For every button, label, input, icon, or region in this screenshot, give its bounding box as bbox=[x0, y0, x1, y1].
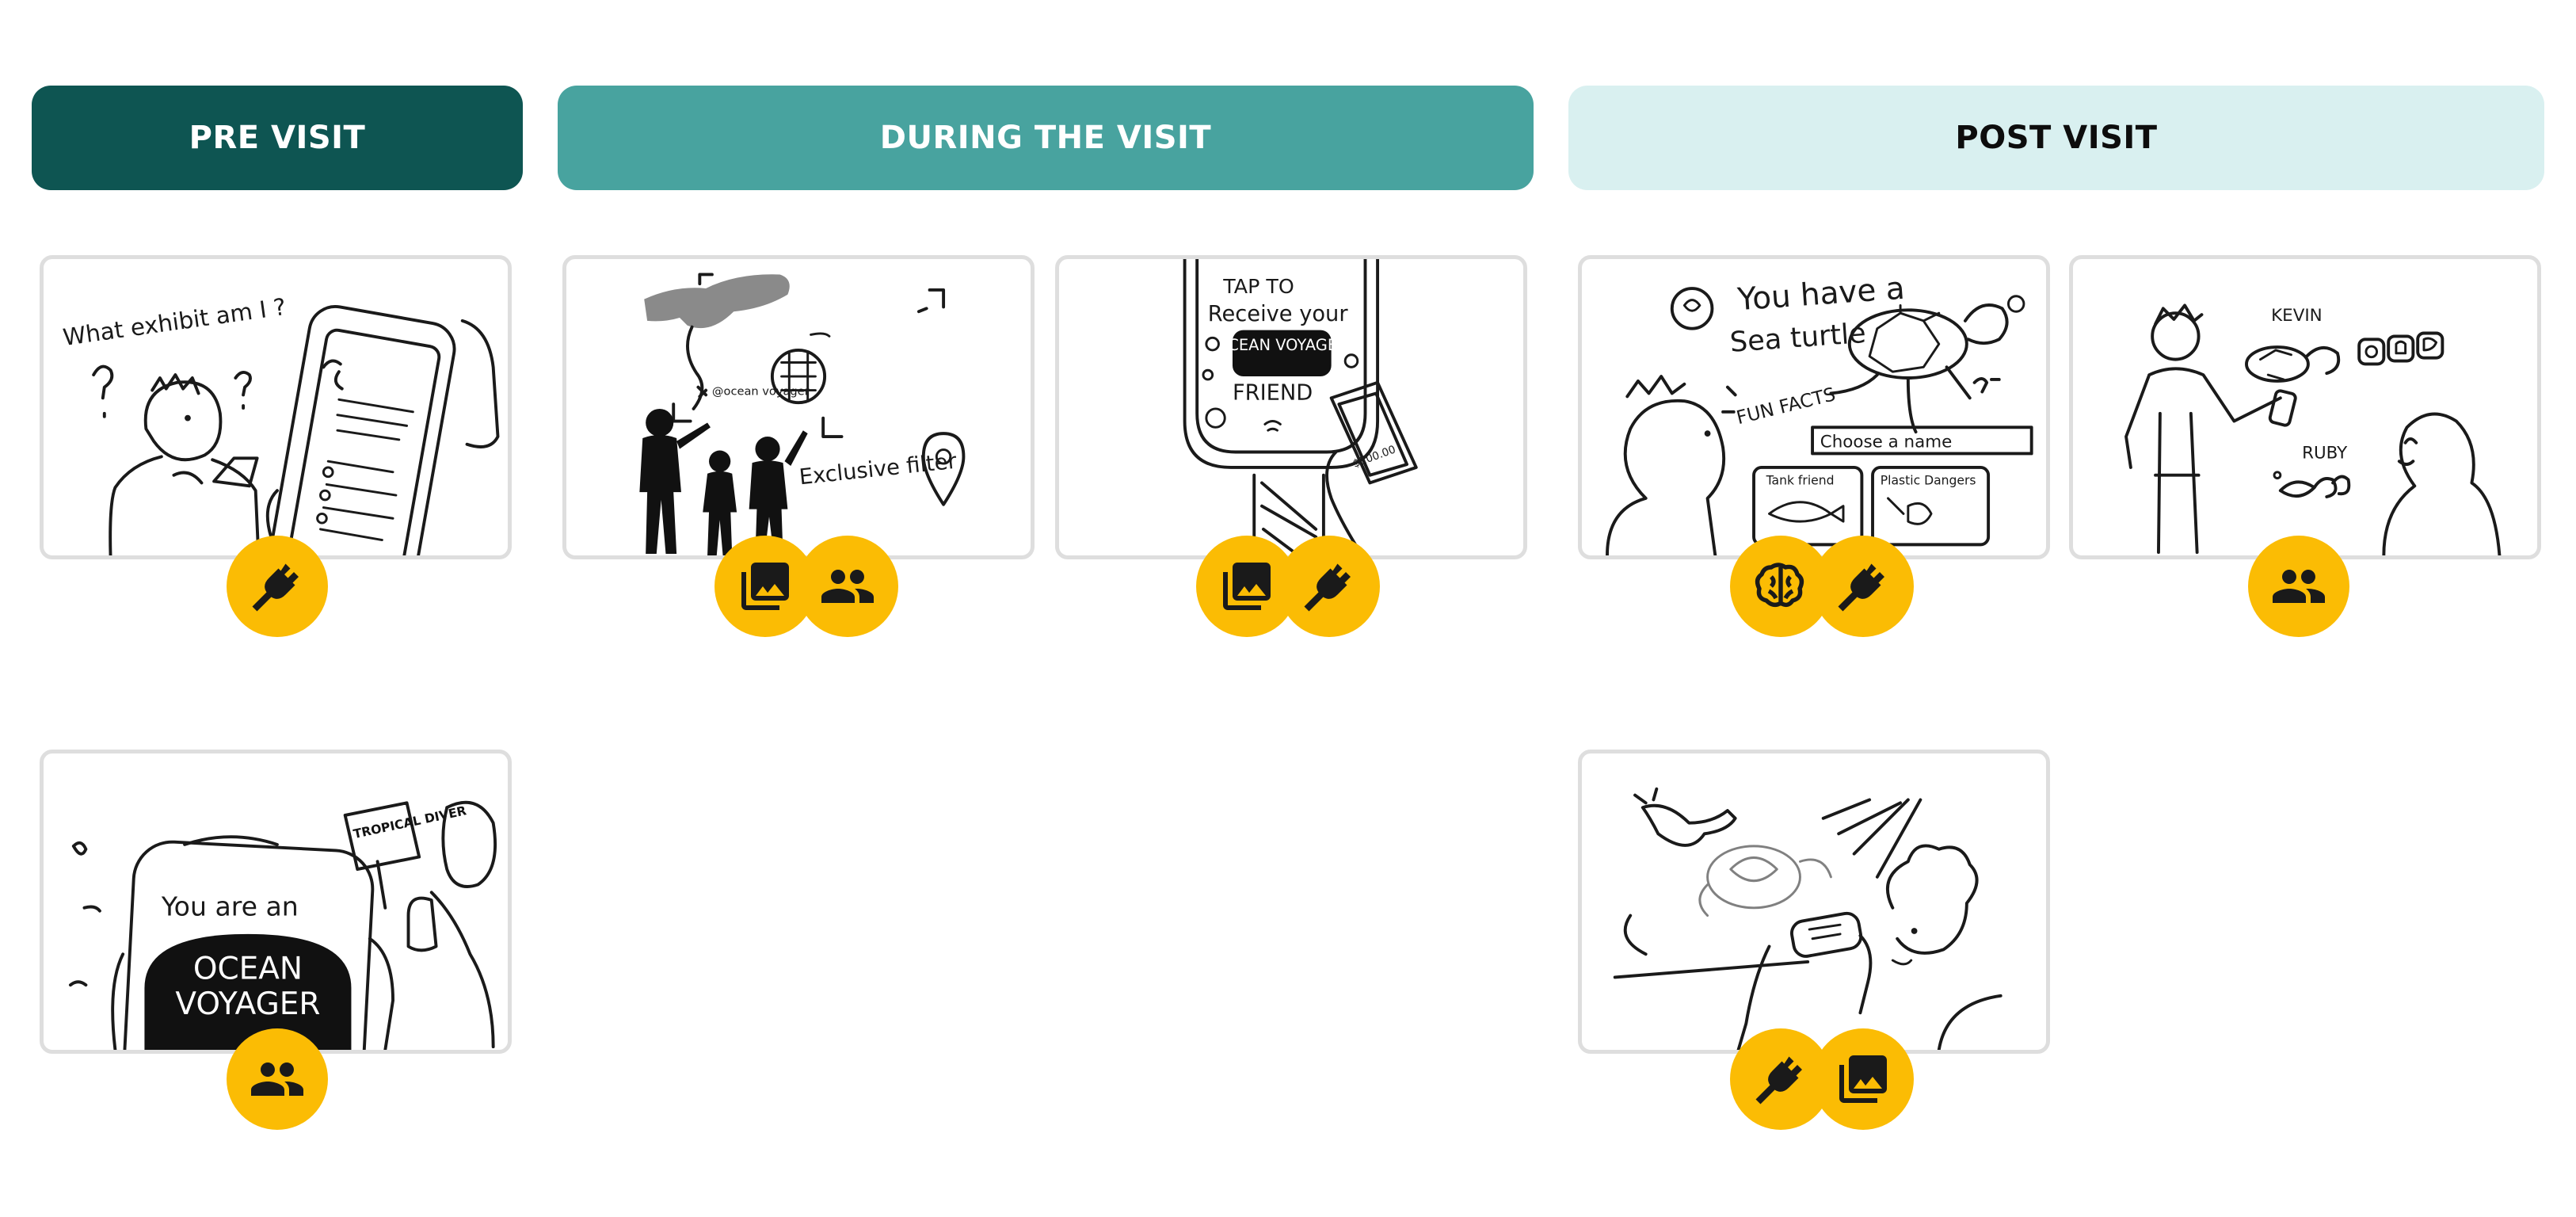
sketch-card-what-exhibit[interactable]: What exhibit am I ? bbox=[40, 255, 512, 559]
sketch-text: VOYAGER bbox=[175, 986, 320, 1022]
phase-header-pre-visit: PRE VISIT bbox=[32, 86, 523, 190]
sketch-text: You have a bbox=[1736, 271, 1906, 319]
sketch-card-kevin-ruby[interactable]: KEVIN RUBY bbox=[2069, 255, 2541, 559]
phase-header-during-visit: DURING THE VISIT bbox=[558, 86, 1534, 190]
sketch-text: @ocean voyager bbox=[712, 384, 810, 398]
people-icon bbox=[2273, 570, 2325, 603]
phase-label: DURING THE VISIT bbox=[879, 120, 1212, 156]
people-icon bbox=[251, 1062, 303, 1096]
brain-icon bbox=[1755, 563, 1804, 608]
sketch-text: Exclusive filter bbox=[798, 449, 958, 490]
sketch-text: TAP TO bbox=[1222, 274, 1294, 298]
badge-plug bbox=[1278, 536, 1380, 637]
badge-plug bbox=[1812, 536, 1914, 637]
sketch-text: Sea turtle bbox=[1729, 317, 1867, 359]
plug-icon bbox=[252, 563, 299, 612]
sketch-text: Receive your bbox=[1208, 302, 1349, 326]
sketch-illustration: TAP TO Receive your OCEAN VOYAGER FRIEND… bbox=[1183, 259, 1418, 555]
sketch-illustration: What exhibit am I ? bbox=[61, 293, 500, 555]
plug-icon bbox=[1838, 563, 1884, 612]
sketch-card-sea-turtle[interactable]: You have a Sea turtle FUN FACTS Choose a… bbox=[1578, 255, 2050, 559]
sketch-text: RUBY bbox=[2302, 443, 2348, 463]
sketch-text: Choose a name bbox=[1820, 433, 1952, 452]
sketch-card-ocean-voyager[interactable]: You are an OCEAN VOYAGER TROPICAL DIVER bbox=[40, 750, 512, 1054]
sketch-illustration: @ocean voyager Exclusive filter bbox=[639, 273, 966, 555]
sketch-text: KEVIN bbox=[2271, 306, 2323, 326]
sketch-text: Tank friend bbox=[1766, 473, 1835, 487]
badge-people bbox=[227, 1028, 328, 1130]
photo-library-icon bbox=[741, 563, 789, 610]
phase-label: PRE VISIT bbox=[189, 120, 366, 156]
sketch-illustration: You have a Sea turtle FUN FACTS Choose a… bbox=[1606, 271, 2033, 555]
photo-library-icon bbox=[1839, 1055, 1887, 1103]
people-icon bbox=[821, 570, 874, 603]
phase-label: POST VISIT bbox=[1955, 120, 2158, 156]
plug-icon bbox=[1304, 563, 1351, 612]
phase-header-post-visit: POST VISIT bbox=[1568, 86, 2544, 190]
plug-icon bbox=[1755, 1056, 1802, 1104]
sketch-illustration bbox=[1613, 787, 2002, 1050]
badge-photo-library bbox=[1812, 1028, 1914, 1130]
sketch-card-tap-to-receive[interactable]: TAP TO Receive your OCEAN VOYAGER FRIEND… bbox=[1055, 255, 1527, 559]
badge-people bbox=[797, 536, 898, 637]
sketch-text: What exhibit am I ? bbox=[61, 293, 288, 351]
badge-plug bbox=[227, 536, 328, 637]
photo-library-icon bbox=[1223, 563, 1271, 610]
sketch-text: OCEAN VOYAGER bbox=[1216, 336, 1348, 354]
sketch-text: Plastic Dangers bbox=[1881, 473, 1976, 487]
sketch-illustration: You are an OCEAN VOYAGER TROPICAL DIVER bbox=[68, 800, 497, 1050]
sketch-text: OCEAN bbox=[193, 951, 303, 986]
sketch-text: FUN FACTS bbox=[1734, 383, 1838, 429]
badge-people bbox=[2248, 536, 2349, 637]
sketch-text: You are an bbox=[161, 891, 299, 922]
sketch-text: FRIEND bbox=[1233, 380, 1313, 405]
sketch-illustration: KEVIN RUBY bbox=[2124, 303, 2502, 555]
sketch-card-vr-view[interactable] bbox=[1578, 750, 2050, 1054]
sketch-card-exclusive-filter[interactable]: @ocean voyager Exclusive filter bbox=[562, 255, 1035, 559]
